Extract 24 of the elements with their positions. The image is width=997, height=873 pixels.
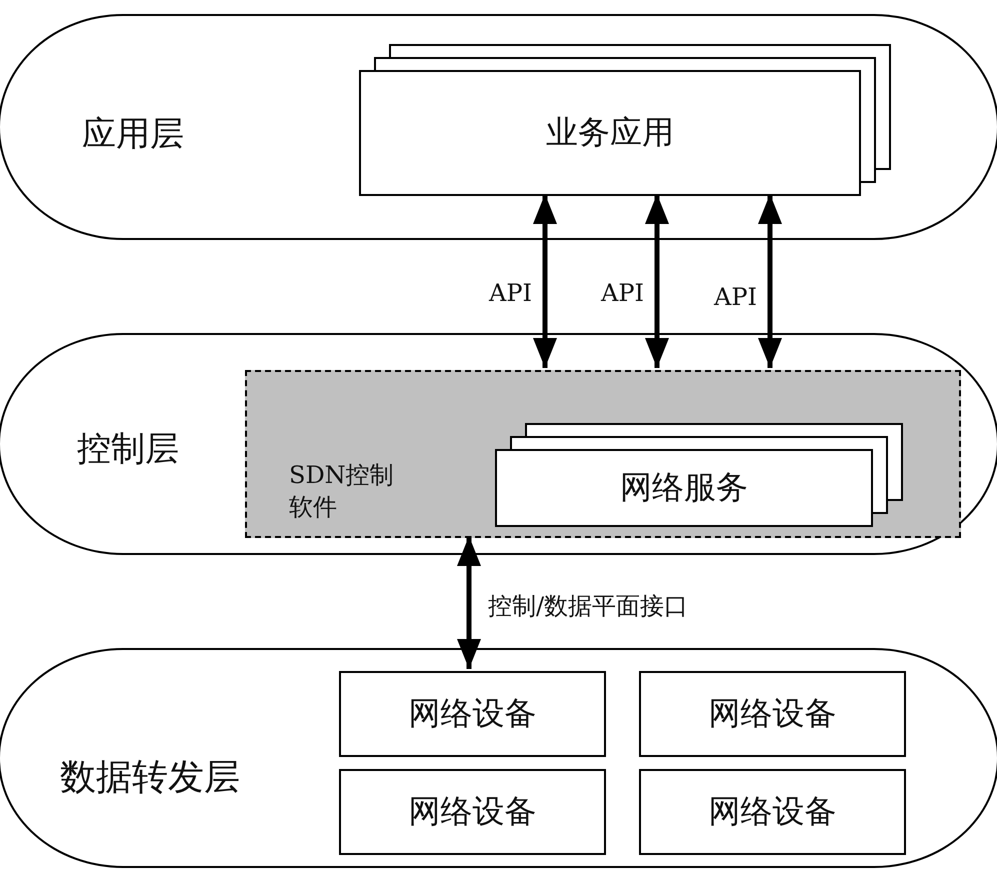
layer-band bbox=[0, 648, 997, 868]
box-label: 网络设备 bbox=[408, 791, 536, 832]
double-arrow bbox=[533, 194, 557, 368]
layer-label: 控制层 bbox=[77, 428, 179, 471]
device-box bbox=[339, 671, 606, 757]
box-label: 网络设备 bbox=[708, 791, 836, 832]
box-label: 网络设备 bbox=[408, 693, 536, 734]
double-arrow bbox=[645, 194, 669, 368]
device-box bbox=[339, 769, 606, 855]
box-label: 网络设备 bbox=[708, 693, 836, 734]
device-box bbox=[639, 671, 906, 757]
layer-band bbox=[0, 14, 997, 240]
box-label: 网络服务 bbox=[620, 467, 748, 508]
box-label: 业务应用 bbox=[546, 112, 674, 154]
software-box bbox=[245, 370, 961, 538]
layer-label: 应用层 bbox=[82, 113, 184, 156]
double-arrow bbox=[758, 194, 782, 368]
layer-label: 数据转发层 bbox=[60, 756, 240, 800]
service-box bbox=[495, 449, 873, 527]
box-label: SDN控制软件 bbox=[289, 460, 395, 524]
layer-band bbox=[0, 333, 997, 555]
device-box bbox=[639, 769, 906, 855]
double-arrow bbox=[457, 536, 481, 669]
service-box bbox=[359, 70, 861, 196]
